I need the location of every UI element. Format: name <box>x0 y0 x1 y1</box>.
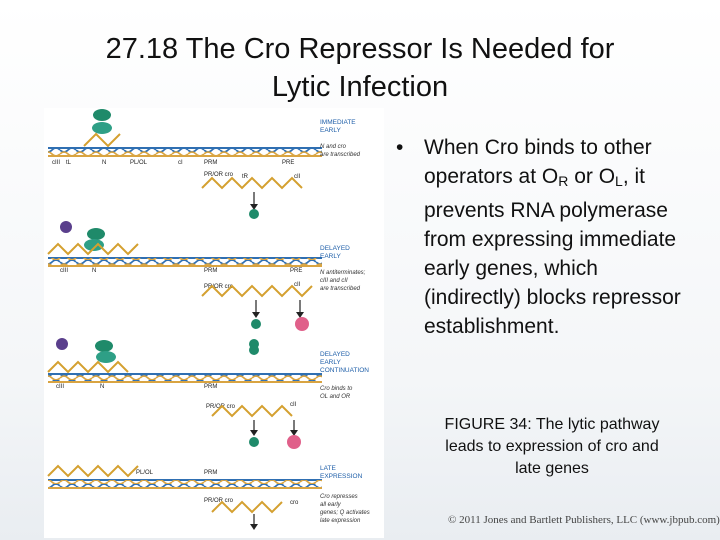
cII-protein-icon <box>287 435 301 449</box>
figure-caption: FIGURE 34: The lytic pathway leads to ex… <box>444 416 660 477</box>
copyright-notice: © 2011 Jones and Bartlett Publishers, LL… <box>448 514 720 526</box>
transcript-wave <box>201 176 303 190</box>
promoter-label: PL/OL <box>136 470 154 476</box>
arrowhead <box>250 524 258 530</box>
cro-protein-icon <box>251 319 261 329</box>
stage-note: late expression <box>320 518 361 524</box>
stage-label: EARLY <box>320 253 341 260</box>
transcript-wave <box>47 360 129 374</box>
stage-note: are transcribed <box>320 286 361 292</box>
bullet-text: When Cro binds to other operators at OR … <box>424 133 696 341</box>
title-line-2: Lytic Infection <box>271 71 449 103</box>
transcript-wave <box>47 242 139 256</box>
transcript-wave <box>83 132 121 148</box>
stage-label: CONTINUATION <box>320 367 369 374</box>
stage-label: EARLY <box>320 359 341 366</box>
lytic-pathway-diagram: cIII tL N PL/OL cI PRM PRE PR/OR cro tR … <box>47 109 370 530</box>
promoter-label: PRM <box>204 384 217 390</box>
cro-dimer-icon <box>249 345 259 355</box>
rna-polymerase-icon <box>96 351 116 363</box>
gene-label: cII <box>294 174 301 180</box>
subscript-l: L <box>615 173 623 189</box>
stage-label: LATE <box>320 465 336 472</box>
dna-helix <box>48 258 322 266</box>
repressor-protein-icon <box>56 338 68 350</box>
stage-label: DELAYED <box>320 351 350 358</box>
gene-label: N <box>92 268 96 274</box>
gene-label: cII <box>290 402 297 408</box>
arrowhead <box>250 204 258 210</box>
promoter-label: PL/OL <box>130 160 148 166</box>
transcript-wave <box>211 500 283 514</box>
stage-label: EXPRESSION <box>320 473 363 480</box>
promoter-label: PRE <box>290 268 302 274</box>
bullet-text-part: or O <box>568 165 616 188</box>
gene-label: tL <box>66 160 72 166</box>
cro-protein-icon <box>249 437 259 447</box>
stage-note: Cro binds to <box>320 386 353 392</box>
arrowhead <box>296 312 304 318</box>
gene-label: cIII <box>56 384 64 390</box>
bullet-marker: • <box>396 136 404 159</box>
cro-protein-icon <box>95 340 113 352</box>
panel-delayed-early-continuation: cIII N PRM PR/OR cro cII DELAYED EARLY C… <box>47 338 369 449</box>
transcript-wave <box>47 464 139 478</box>
operator-label: PR/OR cro <box>204 172 234 178</box>
stage-note: N antiterminates; <box>320 270 366 276</box>
panel-delayed-early: cIII N PRM PRE PR/OR cro cII DELAYED EAR… <box>47 221 366 355</box>
arrowhead <box>250 430 258 436</box>
gene-label: N <box>100 384 104 390</box>
operator-label: PR/OR cro <box>204 284 234 290</box>
stage-label: IMMEDIATE <box>320 119 356 126</box>
gene-label: N <box>102 160 106 166</box>
bullet-point: • When Cro binds to other operators at O… <box>396 133 696 341</box>
transcript-wave <box>201 284 313 298</box>
bullet-text-part: When Cro binds to other operators at O <box>424 136 652 188</box>
gene-label: cII <box>294 282 301 288</box>
subscript-r: R <box>558 173 569 189</box>
stage-note: all early <box>320 502 342 508</box>
cro-protein-icon <box>93 109 111 121</box>
stage-note: are transcribed <box>320 152 361 158</box>
dna-helix <box>48 480 322 488</box>
dna-helix <box>48 374 322 382</box>
stage-note: OL and OR <box>320 394 351 400</box>
rna-polymerase-icon <box>92 122 112 134</box>
stage-note: cIII and cII <box>320 278 348 284</box>
panel-late-expression: PL/OL PRM PR/OR cro cro LATE EXPRESSION … <box>47 464 370 530</box>
promoter-label: PRM <box>204 268 217 274</box>
arrowhead <box>252 312 260 318</box>
transcript-wave <box>211 404 293 418</box>
terminator-label: tR <box>242 174 249 180</box>
stage-label: DELAYED <box>320 245 350 252</box>
stage-note: N and cro <box>320 144 347 150</box>
gene-label: cro <box>290 500 299 506</box>
gene-label: cIII <box>52 160 60 166</box>
bullet-text-part: , it prevents RNA polymerase from expres… <box>424 165 681 338</box>
lytic-pathway-figure: cIII tL N PL/OL cI PRM PRE PR/OR cro tR … <box>44 108 384 538</box>
repressor-protein-icon <box>60 221 72 233</box>
dna-helix <box>48 148 322 156</box>
stage-label: EARLY <box>320 127 341 134</box>
slide-title: 27.18 The Cro Repressor Is Needed for Ly… <box>40 30 680 106</box>
stage-note: genes; Q activates <box>320 510 370 516</box>
cII-protein-icon <box>295 317 309 331</box>
panel-immediate-early: cIII tL N PL/OL cI PRM PRE PR/OR cro tR … <box>48 109 361 219</box>
arrowhead <box>290 430 298 436</box>
cro-protein-icon <box>249 209 259 219</box>
gene-label: cI <box>178 160 183 166</box>
gene-label: cIII <box>60 268 68 274</box>
stage-note: Cro represses <box>320 494 358 500</box>
promoter-label: PRE <box>282 160 294 166</box>
rna-polymerase-icon <box>84 239 104 251</box>
promoter-label: PRM <box>204 470 217 476</box>
title-line-1: 27.18 The Cro Repressor Is Needed for <box>105 33 615 65</box>
cro-protein-icon <box>87 228 105 240</box>
promoter-label: PRM <box>204 160 217 166</box>
operator-label: PR/OR cro <box>204 498 234 504</box>
